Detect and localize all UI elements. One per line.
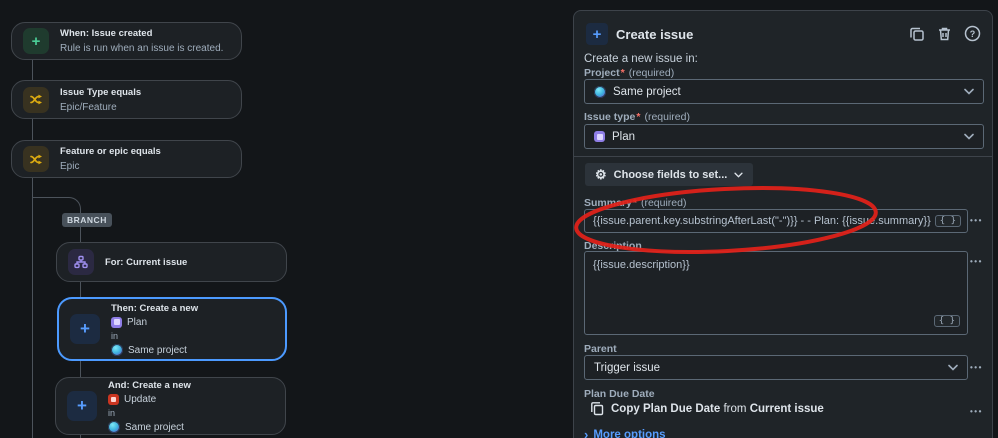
chevron-down-icon [734,172,743,178]
smart-values-button[interactable]: { } [934,215,961,227]
hierarchy-icon [68,249,94,275]
copy-icon [591,402,604,416]
node-item-label: Update [124,393,157,405]
update-issue-type-icon [108,393,119,405]
plus-icon: + [70,314,100,344]
description-more-button[interactable]: ••• [970,257,983,266]
node-title: Issue Type equals [60,86,142,98]
smart-values-button[interactable]: { } [933,315,960,327]
project-field-label: Project*(required) [584,67,675,79]
node-project-label: Same project [128,344,187,356]
node-subtitle: Rule is run when an issue is created. [60,43,224,54]
plus-icon: + [67,391,97,421]
project-select[interactable]: Same project [584,79,984,104]
parent-field-label: Parent [584,343,617,355]
panel-title: Create issue [616,27,694,42]
chevron-down-icon [964,133,974,140]
connector-line [80,282,81,297]
connector-line [80,361,81,377]
project-select-value: Same project [613,85,681,98]
connector-line [80,435,81,438]
description-textarea[interactable]: {{issue.description}} { } [584,251,968,335]
more-options-label: More options [593,429,666,438]
node-branch-current-issue[interactable]: For: Current issue [56,242,287,282]
summary-input-value: {{issue.parent.key.substringAfterLast("-… [593,215,931,227]
parent-select[interactable]: Trigger issue [584,355,968,380]
issue-type-field-label: Issue type*(required) [584,111,690,123]
panel-intro-text: Create a new issue in: [584,53,698,65]
node-item-label: Plan [127,316,148,328]
connector-line [32,119,33,140]
node-subtitle: Epic/Feature [60,101,117,113]
node-connector-word: in [111,330,119,341]
gear-icon: ⚙ [595,166,607,182]
node-title: And: Create a new [108,379,191,391]
summary-field-label: Summary*(required) [584,197,687,209]
node-trigger-issue-created[interactable]: + When: Issue created Rule is run when a… [11,22,242,60]
node-title: Then: Create a new [111,302,199,314]
copy-plan-due-date-row[interactable]: Copy Plan Due Date from Current issue [590,401,824,416]
node-then-create-plan[interactable]: + Then: Create a new Plan in Same projec… [57,297,287,361]
node-title: For: Current issue [105,256,188,268]
project-globe-icon [594,85,606,98]
node-project-label: Same project [125,421,184,433]
plan-issue-type-icon [111,316,122,328]
plus-icon: + [23,28,49,54]
plan-due-date-field-label: Plan Due Date [584,388,655,400]
shuffle-icon [23,146,49,172]
project-globe-icon [108,421,120,433]
divider [574,156,992,157]
plus-icon: + [586,23,608,45]
shuffle-icon [23,86,49,113]
chevron-down-icon [948,364,958,371]
chevron-right-icon: › [584,427,589,438]
issue-type-select-value: Plan [612,130,636,143]
parent-select-value: Trigger issue [594,361,661,374]
description-value: {{issue.description}} [593,259,690,271]
plan-issue-type-icon [594,131,605,142]
choose-fields-label: Choose fields to set... [613,168,728,181]
node-and-create-update[interactable]: + And: Create a new Update in Same proje… [55,377,286,435]
parent-more-button[interactable]: ••• [970,363,983,372]
project-globe-icon [111,344,123,356]
choose-fields-button[interactable]: ⚙ Choose fields to set... [585,163,754,186]
node-title: When: Issue created [60,28,153,39]
node-condition-feature-or-epic[interactable]: Feature or epic equals Epic [11,140,242,178]
more-options-toggle[interactable]: › More options [584,427,666,438]
help-button[interactable]: ? [963,24,982,43]
node-connector-word: in [108,407,116,418]
create-issue-panel: + Create issue ? Create a new issue in: [573,10,993,438]
svg-text:?: ? [970,29,976,39]
duplicate-button[interactable] [907,24,926,43]
node-title: Feature or epic equals [60,146,161,157]
chevron-down-icon [964,88,974,95]
copy-row-text: Copy Plan Due Date from Current issue [611,402,824,415]
node-condition-issue-type[interactable]: Issue Type equals Epic/Feature [11,80,242,119]
summary-more-button[interactable]: ••• [970,216,983,225]
connector-line-main [32,178,33,438]
connector-line [32,60,33,80]
summary-input[interactable]: {{issue.parent.key.substringAfterLast("-… [584,209,968,233]
branch-badge: BRANCH [62,213,112,227]
issue-type-select[interactable]: Plan [584,124,984,149]
plan-due-date-more-button[interactable]: ••• [970,407,983,416]
node-subtitle: Epic [60,161,80,172]
delete-button[interactable] [935,24,954,43]
